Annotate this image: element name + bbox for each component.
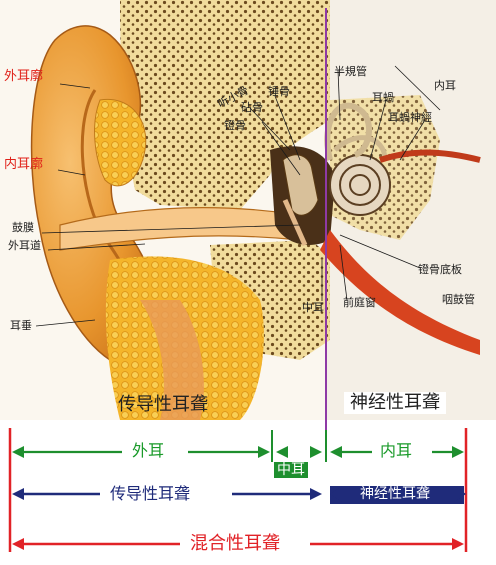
range-bars [8, 428, 468, 552]
label-vestibule-window: 前庭窗 [343, 296, 376, 309]
label-stapes: 镫骨 [224, 119, 246, 132]
cochlear-nerve-fibre [379, 149, 481, 163]
label-eardrum: 鼓膜 [12, 221, 34, 234]
range-conductive-label: 传导性耳聋 [110, 484, 191, 503]
range-outer-ear-label: 外耳 [132, 441, 165, 460]
label-inner-ear-tag: 内耳 [434, 79, 456, 92]
label-outer-auricle: 外耳廓 [4, 69, 44, 84]
label-ear-canal: 外耳道 [8, 239, 41, 252]
eardrum-membrane [282, 198, 308, 247]
label-middle-ear-tag: 中耳 [302, 301, 324, 314]
range-sensorineural-label: 神经性耳聋 [360, 486, 430, 502]
section-conductive-title: 传导性耳聋 [118, 394, 208, 415]
label-inner-auricle: 内耳廓 [4, 157, 44, 172]
ossicles [282, 154, 319, 216]
neck-muscle [140, 300, 204, 420]
auricle-fat [94, 98, 147, 187]
range-middle-ear-label: 中耳 [274, 462, 308, 478]
eustachian-tube-channel [320, 230, 480, 355]
section-sensorineural-title: 神经性耳聋 [344, 392, 446, 414]
label-cochlea: 耳蝸 [372, 91, 394, 104]
leader-lines [35, 65, 441, 327]
label-stapes-footplate: 镫骨底板 [418, 263, 462, 276]
label-eustachian-tube: 咽鼓管 [442, 293, 475, 306]
label-incus: 砧骨 [241, 101, 263, 114]
label-malleus: 锤骨 [268, 85, 290, 98]
label-cochlear-nerve: 耳蝸神經 [388, 111, 432, 124]
range-mixed-label: 混合性耳聋 [190, 533, 280, 554]
range-inner-ear-label: 内耳 [380, 441, 413, 460]
label-semicircular-canal: 半規管 [334, 65, 367, 78]
semicircular-canals [324, 102, 373, 161]
label-earlobe: 耳垂 [10, 319, 32, 332]
